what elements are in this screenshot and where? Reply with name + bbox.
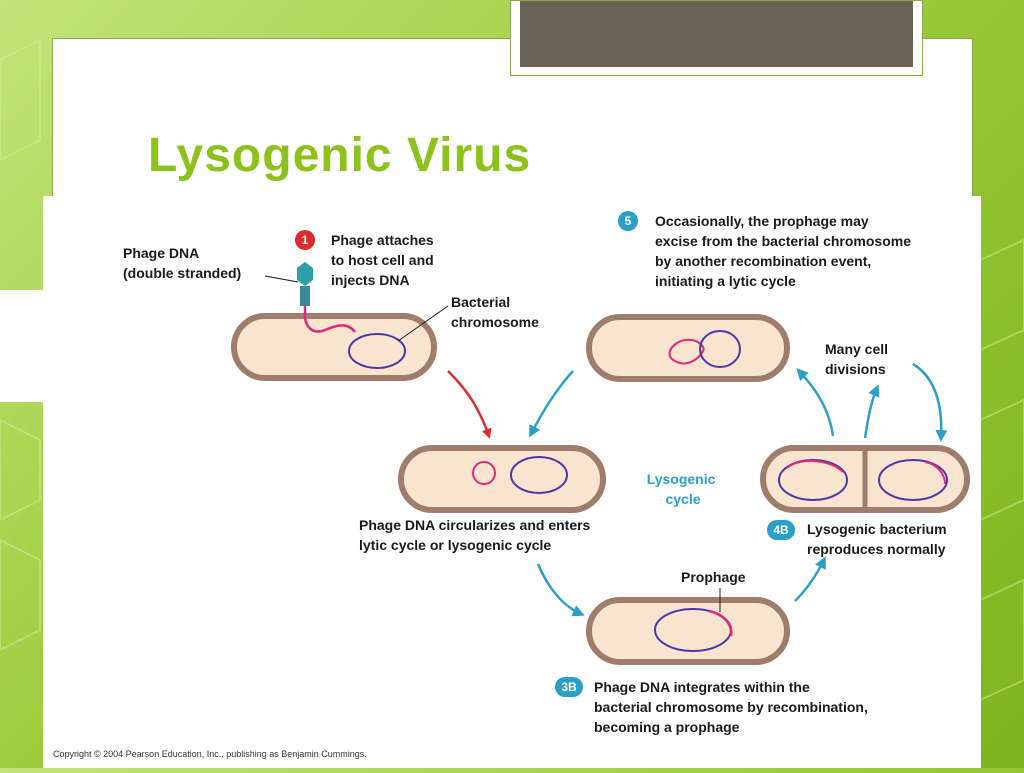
lysogenic-cycle-figure: 1 5 4B 3B Phage attaches to host cell an… bbox=[43, 196, 981, 768]
step-1-badge bbox=[295, 230, 315, 250]
copyright-text: Copyright © 2004 Pearson Education, Inc.… bbox=[53, 749, 367, 759]
step-5-badge bbox=[618, 211, 638, 231]
division-arrow-up bbox=[863, 384, 880, 439]
step-3b-badge bbox=[555, 677, 583, 697]
cycle-arrow-2 bbox=[536, 563, 585, 617]
cell-dividing bbox=[760, 445, 970, 513]
title-tab-fill bbox=[520, 1, 913, 67]
title-tab bbox=[510, 0, 923, 76]
cycle-arrow-3 bbox=[794, 556, 826, 602]
cycle-arrow-4 bbox=[796, 368, 835, 437]
step-1-text: Phage attaches to host cell and injects … bbox=[331, 232, 438, 288]
division-arrow-down bbox=[912, 362, 948, 442]
phage-dna-leader bbox=[264, 275, 299, 283]
step-4b-number: 4B bbox=[773, 523, 789, 537]
step-4b-badge bbox=[767, 520, 795, 540]
step-3b-number: 3B bbox=[561, 680, 577, 694]
circularize-text: Phage DNA circularizes and enters lytic … bbox=[359, 517, 594, 553]
cell-prophage-excised bbox=[586, 314, 790, 382]
step-3b-text: Phage DNA integrates within the bacteria… bbox=[594, 679, 872, 735]
cell-phage-attached bbox=[231, 291, 437, 381]
step-5-number: 5 bbox=[625, 214, 632, 228]
red-arrow bbox=[447, 370, 492, 439]
lysogenic-cycle-label: Lysogenic cycle bbox=[647, 471, 720, 507]
cycle-arrow-1 bbox=[529, 370, 574, 438]
cycle-diagram: 1 5 4B 3B Phage attaches to host cell an… bbox=[53, 211, 970, 759]
step-1-number: 1 bbox=[302, 233, 309, 247]
cell-prophage bbox=[586, 588, 790, 665]
step-4b-text: Lysogenic bacterium reproduces normally bbox=[807, 521, 950, 557]
step-5-text: Occasionally, the prophage may excise fr… bbox=[655, 213, 915, 289]
prophage-label: Prophage bbox=[681, 569, 746, 585]
phage-icon bbox=[297, 262, 313, 306]
phage-dna-label: Phage DNA (double stranded) bbox=[123, 245, 241, 281]
cell-dna-circularized bbox=[398, 445, 606, 513]
many-divisions-label: Many cell divisions bbox=[825, 341, 892, 377]
slide-title: Lysogenic Virus bbox=[148, 129, 532, 182]
chromosome-leader bbox=[397, 305, 449, 342]
bacterial-chromosome-label: Bacterial chromosome bbox=[451, 294, 539, 330]
